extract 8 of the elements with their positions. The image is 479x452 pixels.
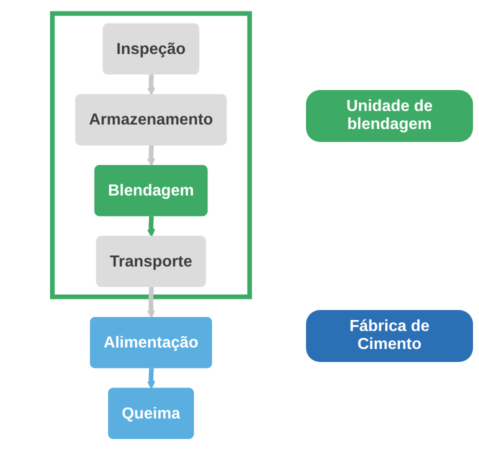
legend-badge: Fábrica de Cimento [306, 310, 473, 362]
arrow [147, 145, 156, 166]
arrow [147, 74, 156, 96]
legend-badge: Unidade de blendagem [306, 90, 473, 142]
cluster [50, 11, 252, 300]
arrow [147, 368, 156, 390]
arrow [147, 216, 156, 238]
arrow [147, 286, 156, 318]
